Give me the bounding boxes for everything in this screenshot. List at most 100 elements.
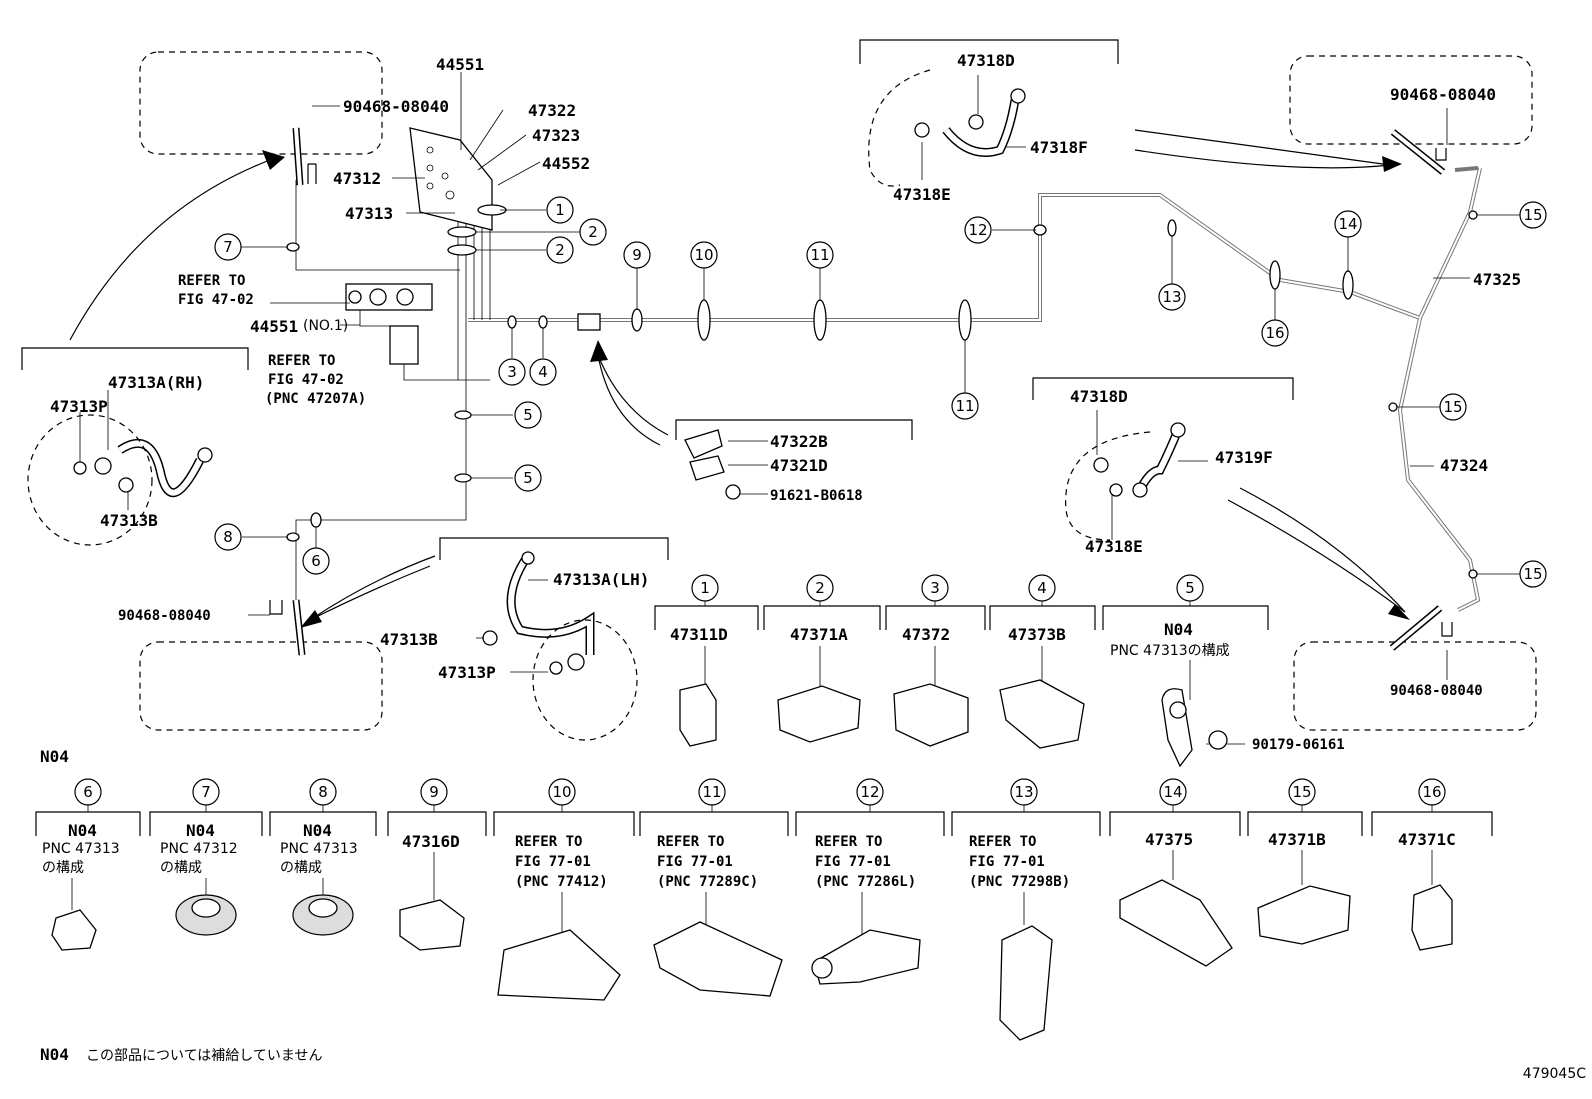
row2-part-15: 47371B xyxy=(1268,830,1326,849)
row2-part-14: 47375 xyxy=(1145,830,1193,849)
callout: 1 xyxy=(555,201,565,219)
refer-1-line1: REFER TO xyxy=(178,273,245,289)
row1-note-5: PNC 47313の構成 xyxy=(1110,643,1230,659)
row2-refer-12-l1: REFER TO xyxy=(815,834,882,850)
flexible-hose-rh xyxy=(27,414,213,546)
label-47318d-mid: 47318D xyxy=(1070,387,1128,406)
row2-note2-7: の構成 xyxy=(160,860,202,876)
n04-heading: N04 xyxy=(40,747,69,766)
group-brackets xyxy=(21,39,1294,560)
row1-num-3: 3 xyxy=(930,579,940,597)
label-47313a-rh: 47313A(RH) xyxy=(108,373,204,392)
callout: 13 xyxy=(1162,288,1181,306)
wheel-box-bottom-right xyxy=(1293,641,1537,731)
row2-refer-13-l3: (PNC 77298B) xyxy=(969,874,1070,890)
row2-refer-11-l3: (PNC 77289C) xyxy=(657,874,758,890)
row2-note1-7: PNC 47312 xyxy=(160,841,238,857)
part-labels: 44551 90468-08040 47322 47323 44552 4731… xyxy=(50,51,1521,753)
label-44551: 44551 xyxy=(436,55,484,74)
label-90468-bl: 90468-08040 xyxy=(118,608,211,624)
refer-2-line3: (PNC 47207A) xyxy=(265,391,366,407)
proportioning-valve-assembly xyxy=(409,127,493,231)
row2-refer-11-l1: REFER TO xyxy=(657,834,724,850)
abs-bracket-assembly xyxy=(345,283,490,381)
label-47325: 47325 xyxy=(1473,270,1521,289)
direction-arrows xyxy=(69,129,1410,628)
row2-part-8: N04 xyxy=(303,821,332,840)
label-47313: 47313 xyxy=(345,204,393,223)
label-no1: (NO.1) xyxy=(303,318,348,334)
wheel-box-top-left xyxy=(139,51,383,155)
wheel-box-bottom-left xyxy=(139,641,383,731)
row2-num-9: 9 xyxy=(429,783,439,801)
callout: 15 xyxy=(1523,565,1542,583)
callout: 5 xyxy=(523,469,533,487)
part-drawing-16 xyxy=(1411,884,1453,951)
refer-2-line2: FIG 47-02 xyxy=(268,372,344,388)
row2-refer-10-l2: FIG 77-01 xyxy=(515,854,591,870)
row2-num-7: 7 xyxy=(201,783,211,801)
callout: 8 xyxy=(223,528,233,546)
label-90468-br: 90468-08040 xyxy=(1390,683,1483,699)
label-47313b-rh: 47313B xyxy=(100,511,158,530)
label-91621: 91621-B0618 xyxy=(770,488,863,504)
part-drawing-6 xyxy=(51,909,97,951)
label-47318e-mid: 47318E xyxy=(1085,537,1143,556)
callout: 5 xyxy=(523,406,533,424)
callout: 9 xyxy=(632,246,642,264)
parts-row-2: 6 7 8 9 10 11 12 13 14 15 16 N04 PNC 473… xyxy=(35,778,1493,1041)
flexible-hose-mid xyxy=(1065,422,1186,541)
label-90179: 90179-06161 xyxy=(1252,737,1345,753)
row2-num-16: 16 xyxy=(1422,783,1441,801)
row2-part-6: N04 xyxy=(68,821,97,840)
label-47313p-rh: 47313P xyxy=(50,397,108,416)
part-drawing-12 xyxy=(813,929,921,985)
part-drawing-11 xyxy=(653,921,783,997)
part-drawing-9 xyxy=(399,899,465,951)
callout: 10 xyxy=(694,246,713,264)
row2-num-13: 13 xyxy=(1014,783,1033,801)
row1-part-1: 47311D xyxy=(670,625,728,644)
diagram-code: 479045C xyxy=(1523,1066,1586,1082)
callout: 14 xyxy=(1338,215,1357,233)
label-47322: 47322 xyxy=(528,101,576,120)
callout: 15 xyxy=(1443,398,1462,416)
row2-refer-13-l2: FIG 77-01 xyxy=(969,854,1045,870)
row1-num-1: 1 xyxy=(700,579,710,597)
row2-part-9: 47316D xyxy=(402,832,460,851)
hose-mount-brackets xyxy=(269,127,1453,656)
footnote-text: この部品については補給していません xyxy=(86,1048,322,1064)
callout: 2 xyxy=(555,241,565,259)
label-47318d-top: 47318D xyxy=(957,51,1015,70)
row2-num-12: 12 xyxy=(860,783,879,801)
row2-refer-10-l3: (PNC 77412) xyxy=(515,874,608,890)
row2-refer-11-l2: FIG 77-01 xyxy=(657,854,733,870)
label-47312: 47312 xyxy=(333,169,381,188)
row2-note2-6: の構成 xyxy=(42,860,84,876)
row2-refer-13-l1: REFER TO xyxy=(969,834,1036,850)
callout-circles: 1 2 2 3 4 5 5 6 7 8 9 10 11 11 12 13 14 … xyxy=(214,196,1547,588)
row1-part-3: 47372 xyxy=(902,625,950,644)
label-47313a-lh: 47313A(LH) xyxy=(553,570,649,589)
callout: 3 xyxy=(507,363,517,381)
label-47318f: 47318F xyxy=(1030,138,1088,157)
small-fittings xyxy=(684,429,1228,768)
row1-part-5: N04 xyxy=(1164,620,1193,639)
label-90468-tr: 90468-08040 xyxy=(1390,85,1496,104)
row2-num-10: 10 xyxy=(552,783,571,801)
callout: 15 xyxy=(1523,206,1542,224)
row1-num-2: 2 xyxy=(815,579,825,597)
refer-2-line1: REFER TO xyxy=(268,353,335,369)
row2-num-15: 15 xyxy=(1292,783,1311,801)
flexible-hose-top xyxy=(868,69,1026,187)
callout: 6 xyxy=(311,552,321,570)
row2-num-11: 11 xyxy=(702,783,721,801)
label-47318e-top: 47318E xyxy=(893,185,951,204)
part-drawing-15 xyxy=(1257,885,1351,945)
parts-row-1: 1 2 3 4 5 47311D 47371A 47372 47373B N04… xyxy=(654,574,1269,749)
label-47321d: 47321D xyxy=(770,456,828,475)
part-drawing-10 xyxy=(497,929,621,1001)
row2-refer-12-l3: (PNC 77286L) xyxy=(815,874,916,890)
flexible-hose-lh xyxy=(482,551,638,741)
label-47322b: 47322B xyxy=(770,432,828,451)
